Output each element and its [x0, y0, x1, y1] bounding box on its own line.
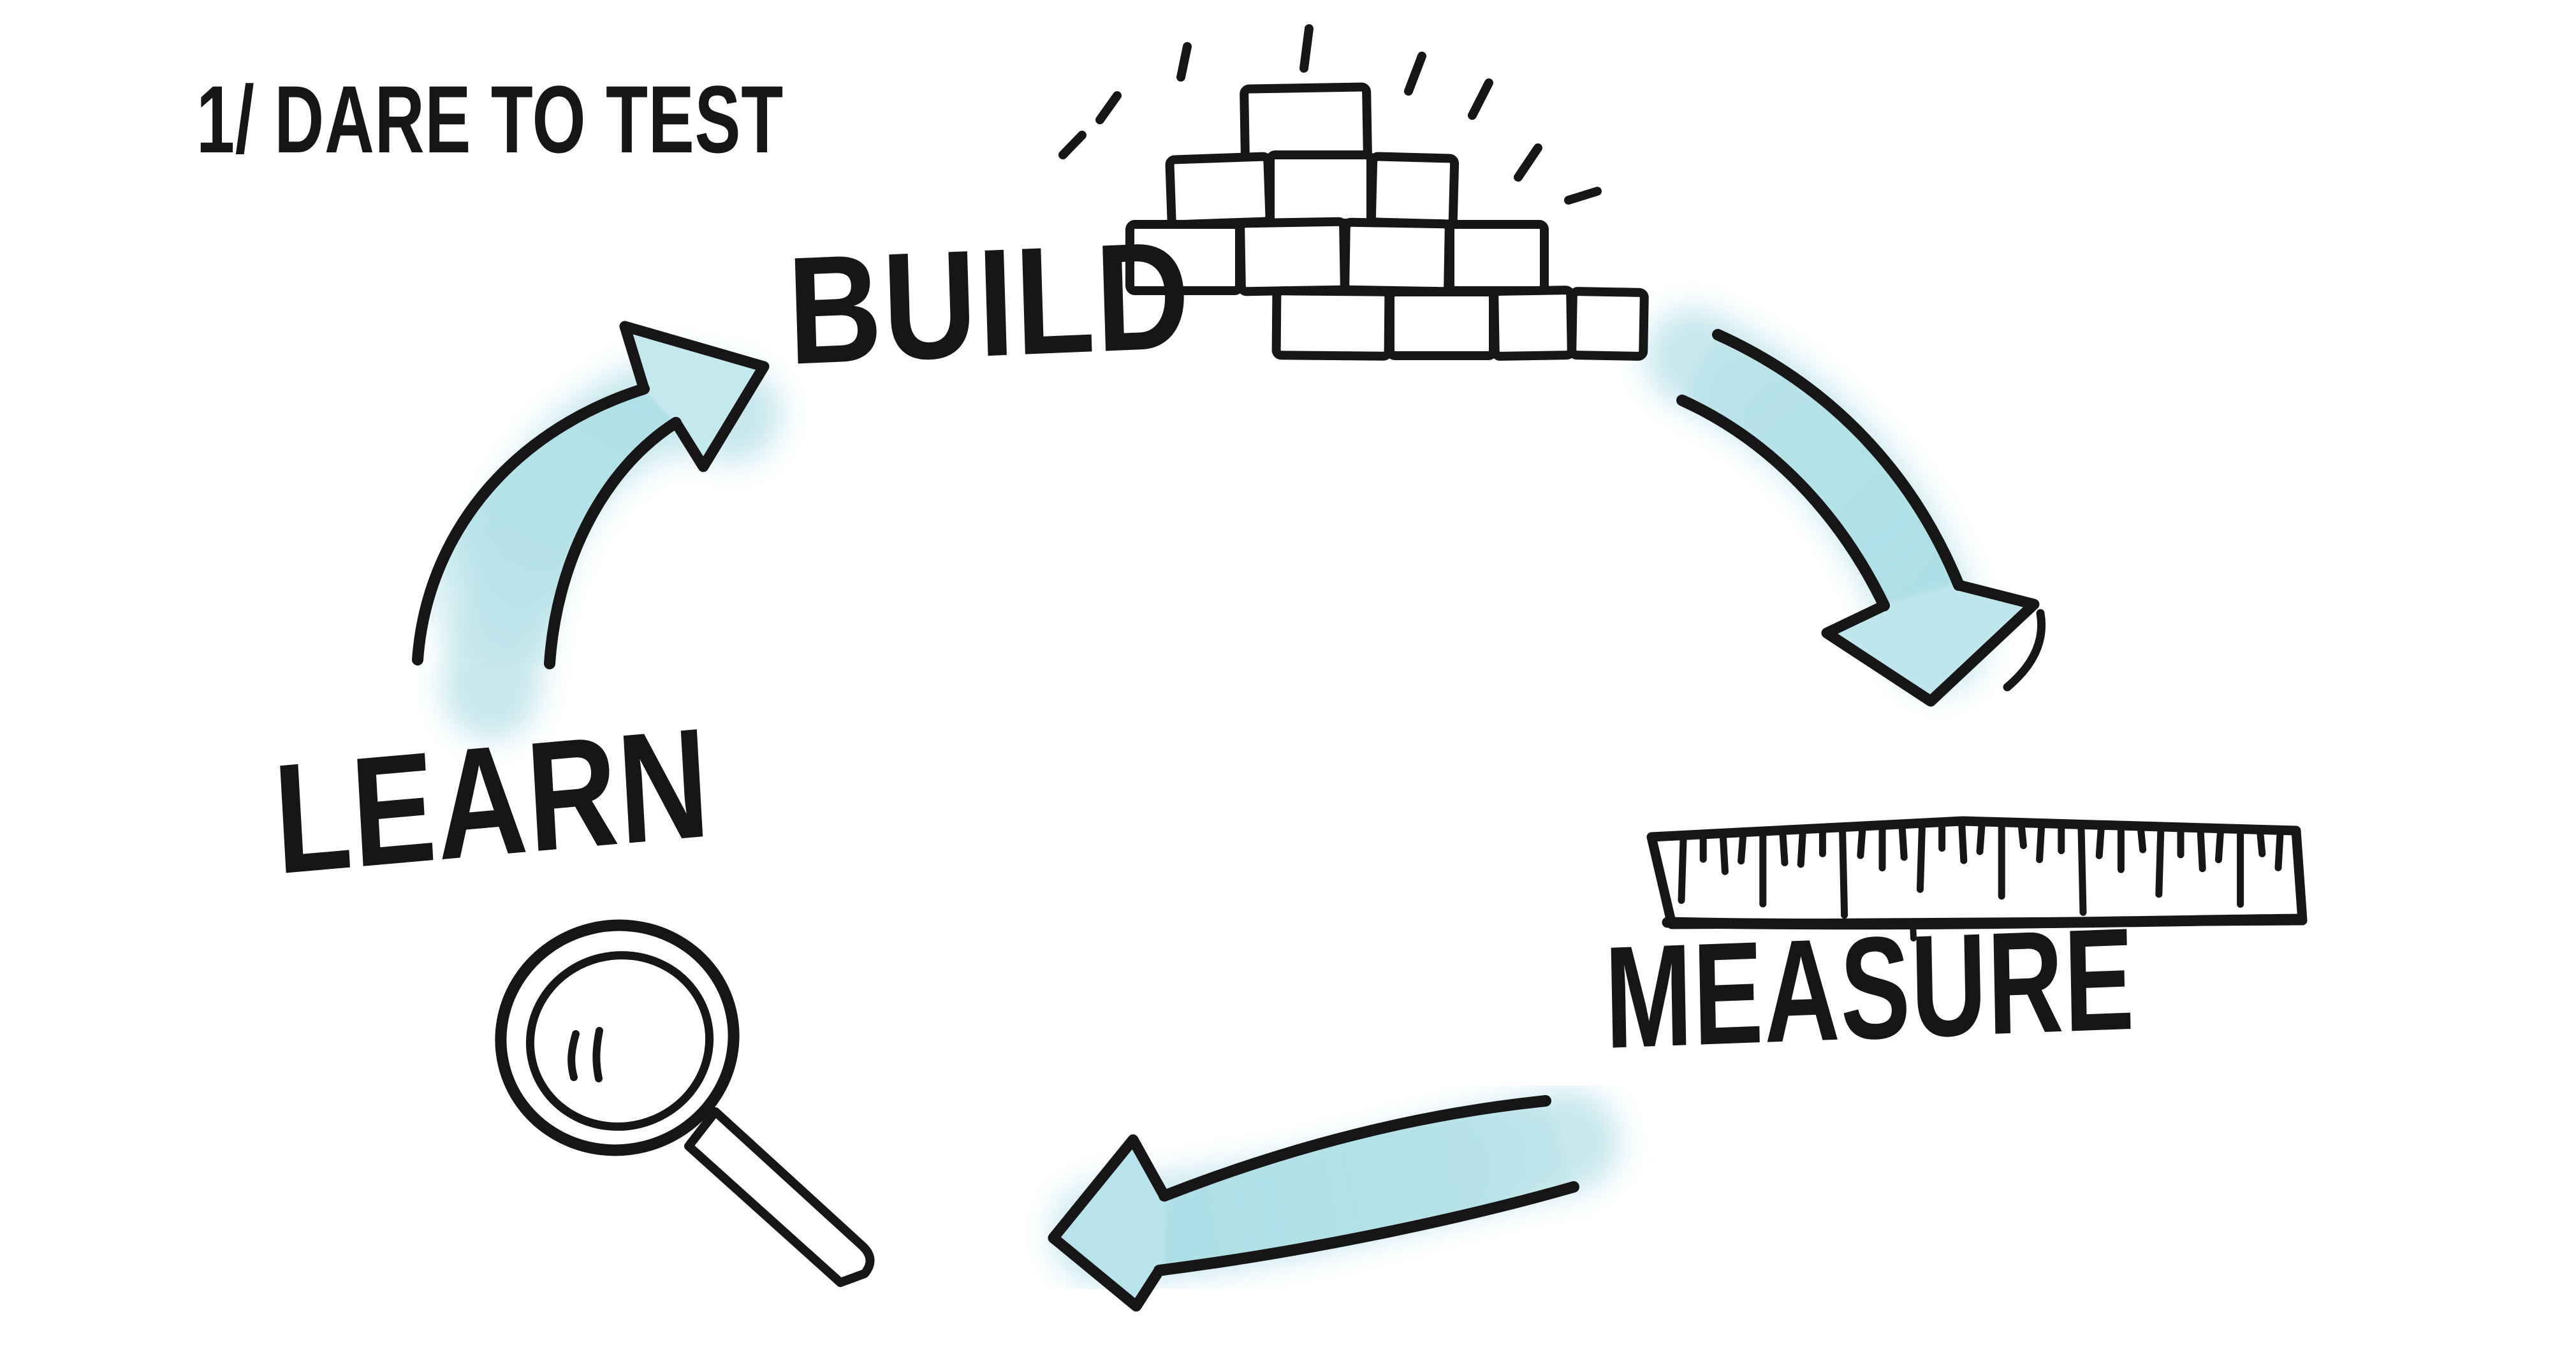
brick: [1340, 217, 1454, 296]
brick: [1445, 220, 1549, 295]
ruler-tick: [1738, 832, 1747, 865]
magnifier-lens-inner: [525, 951, 714, 1131]
ruler-center-mark: [1910, 920, 1917, 942]
step-label-build: BUILD: [785, 209, 1193, 396]
brick: [1366, 152, 1460, 229]
ruler-ticks: [1678, 821, 2284, 919]
arrow-band-fill: [1682, 335, 1959, 606]
arrow-outer-edge: [412, 383, 650, 665]
brick: [1386, 287, 1498, 360]
ruler-tick: [1839, 827, 1848, 919]
ruler-bottom-edge: [1662, 913, 2306, 930]
brick: [1567, 287, 1649, 361]
arrow-inner-edge: [1153, 1181, 1579, 1276]
ruler-tick: [1916, 823, 1926, 893]
ray-stroke: [1176, 42, 1192, 82]
ray-stroke: [1564, 187, 1602, 205]
ray-stroke: [1058, 131, 1087, 159]
ruler-tick: [1779, 830, 1789, 866]
brick: [1236, 217, 1349, 296]
arrow-outer-edge: [1159, 1095, 1551, 1202]
lens-shine-mark: [592, 1027, 603, 1082]
ruler-tick: [1976, 822, 1986, 855]
sparkle-rays-icon: [1058, 24, 1602, 205]
building-blocks-icon: [1058, 24, 1649, 361]
ray-stroke: [1095, 91, 1122, 124]
brick: [1271, 286, 1394, 361]
curved-arrow-left-icon: [1048, 1090, 1620, 1312]
ruler-tick: [1797, 829, 1806, 868]
curved-arrow-up-right-icon: [412, 321, 781, 739]
ruler-tick: [1719, 833, 1729, 875]
arrow-band-fill: [1159, 1101, 1574, 1270]
ruler-tick: [2077, 824, 2087, 916]
magnifying-glass-icon: [495, 919, 875, 1287]
ruler-tick: [1857, 826, 1866, 859]
brick: [1240, 82, 1372, 164]
ray-stroke: [1299, 24, 1314, 73]
arrow-inner-edge: [544, 417, 682, 669]
page-title: 1/ DARE TO TEST: [196, 66, 784, 173]
lens-shine-mark: [567, 1030, 580, 1081]
ruler-tick: [1678, 835, 1687, 904]
ruler-tick: [2017, 823, 2027, 850]
brick: [1489, 286, 1576, 361]
arrow-inner-edge: [1676, 395, 1890, 611]
ruler-icon: [1646, 816, 2308, 942]
ruler-tick: [2214, 829, 2224, 864]
arrow-head-fill: [1053, 1140, 1164, 1306]
arrow-head-fill: [1827, 585, 2034, 701]
bricks: [1125, 82, 1649, 361]
ruler-tick: [2137, 826, 2147, 854]
ray-stroke: [1404, 52, 1426, 96]
arrow-head-flick: [2003, 609, 2046, 692]
arrow-outer-edge: [1712, 329, 1965, 591]
ruler-tick: [1898, 824, 1908, 861]
ruler-tick: [2155, 827, 2165, 898]
arrow-head-outline: [1821, 579, 2040, 707]
step-label-measure: MEASURE: [1603, 898, 2137, 1079]
ruler-tick: [2036, 824, 2045, 864]
brick: [1266, 150, 1375, 228]
ruler-tick: [1958, 821, 1968, 864]
step-label-learn: LEARN: [270, 694, 714, 907]
arrow-head-outline: [1048, 1134, 1170, 1312]
curved-arrow-down-icon: [1645, 309, 2046, 707]
arrow-head-outline: [619, 321, 770, 472]
ruler-tick: [2274, 830, 2284, 871]
ray-stroke: [1468, 78, 1493, 120]
ruler-tick: [2197, 828, 2206, 873]
magnifier-handle: [684, 1107, 875, 1287]
ray-stroke: [1514, 143, 1542, 182]
ruler-tick: [2257, 829, 2266, 857]
arrow-band-fill: [418, 389, 676, 664]
ruler-tick: [2095, 825, 2105, 859]
